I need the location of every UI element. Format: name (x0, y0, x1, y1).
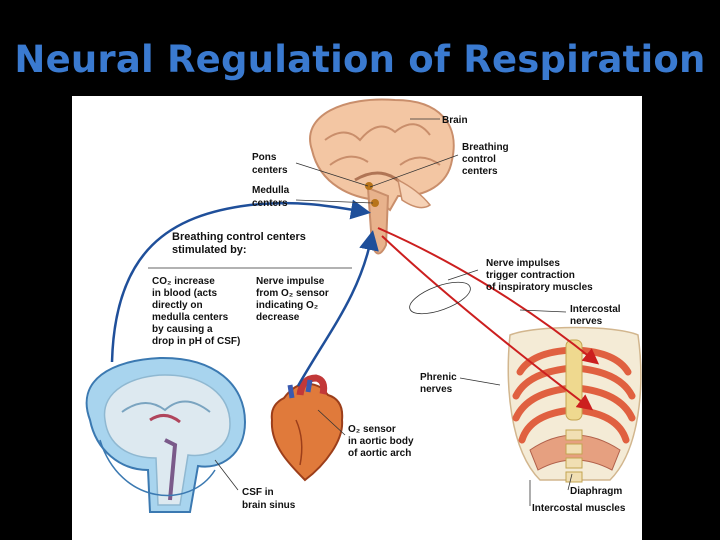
label-diaphragm: Diaphragm (570, 486, 622, 497)
heart-illustration (270, 374, 344, 482)
label-pons-centers: Pons centers (252, 152, 288, 176)
label-intercostal-nerves: Intercostal nerves (570, 304, 623, 327)
phrenic-nerve-arrow (381, 235, 594, 411)
respiration-diagram: Brain Breathing control centers Pons cen… (85, 98, 642, 514)
label-nerve-impulse-o2: Nerve impulse from O₂ sensor indicating … (256, 276, 332, 323)
label-intercostal-muscles: Intercostal muscles (532, 503, 626, 514)
label-co2-increase: CO₂ increase in blood (acts directly on … (152, 276, 240, 347)
co2-afferent-arrow (110, 199, 371, 363)
intercostal-nerve-arrow (377, 227, 600, 365)
label-phrenic-nerves: Phrenic nerves (420, 372, 459, 395)
label-csf-brain-sinus: CSF in brain sinus (242, 487, 296, 511)
o2-afferent-arrow (296, 230, 379, 387)
label-stimulated-by: Breathing control centers stimulated by: (172, 231, 309, 256)
label-brain: Brain (442, 115, 468, 126)
head-section-illustration (85, 356, 247, 513)
rib-cage-illustration (507, 326, 642, 483)
label-nerve-impulses-trigger: Nerve impulses trigger contraction of in… (486, 258, 593, 293)
slide-title: Neural Regulation of Respiration (14, 38, 706, 81)
label-medulla-centers: Medulla centers (252, 185, 292, 209)
label-breathing-control-centers: Breathing control centers (462, 142, 511, 177)
label-o2-sensor: O₂ sensor in aortic body of aortic arch (348, 424, 416, 459)
